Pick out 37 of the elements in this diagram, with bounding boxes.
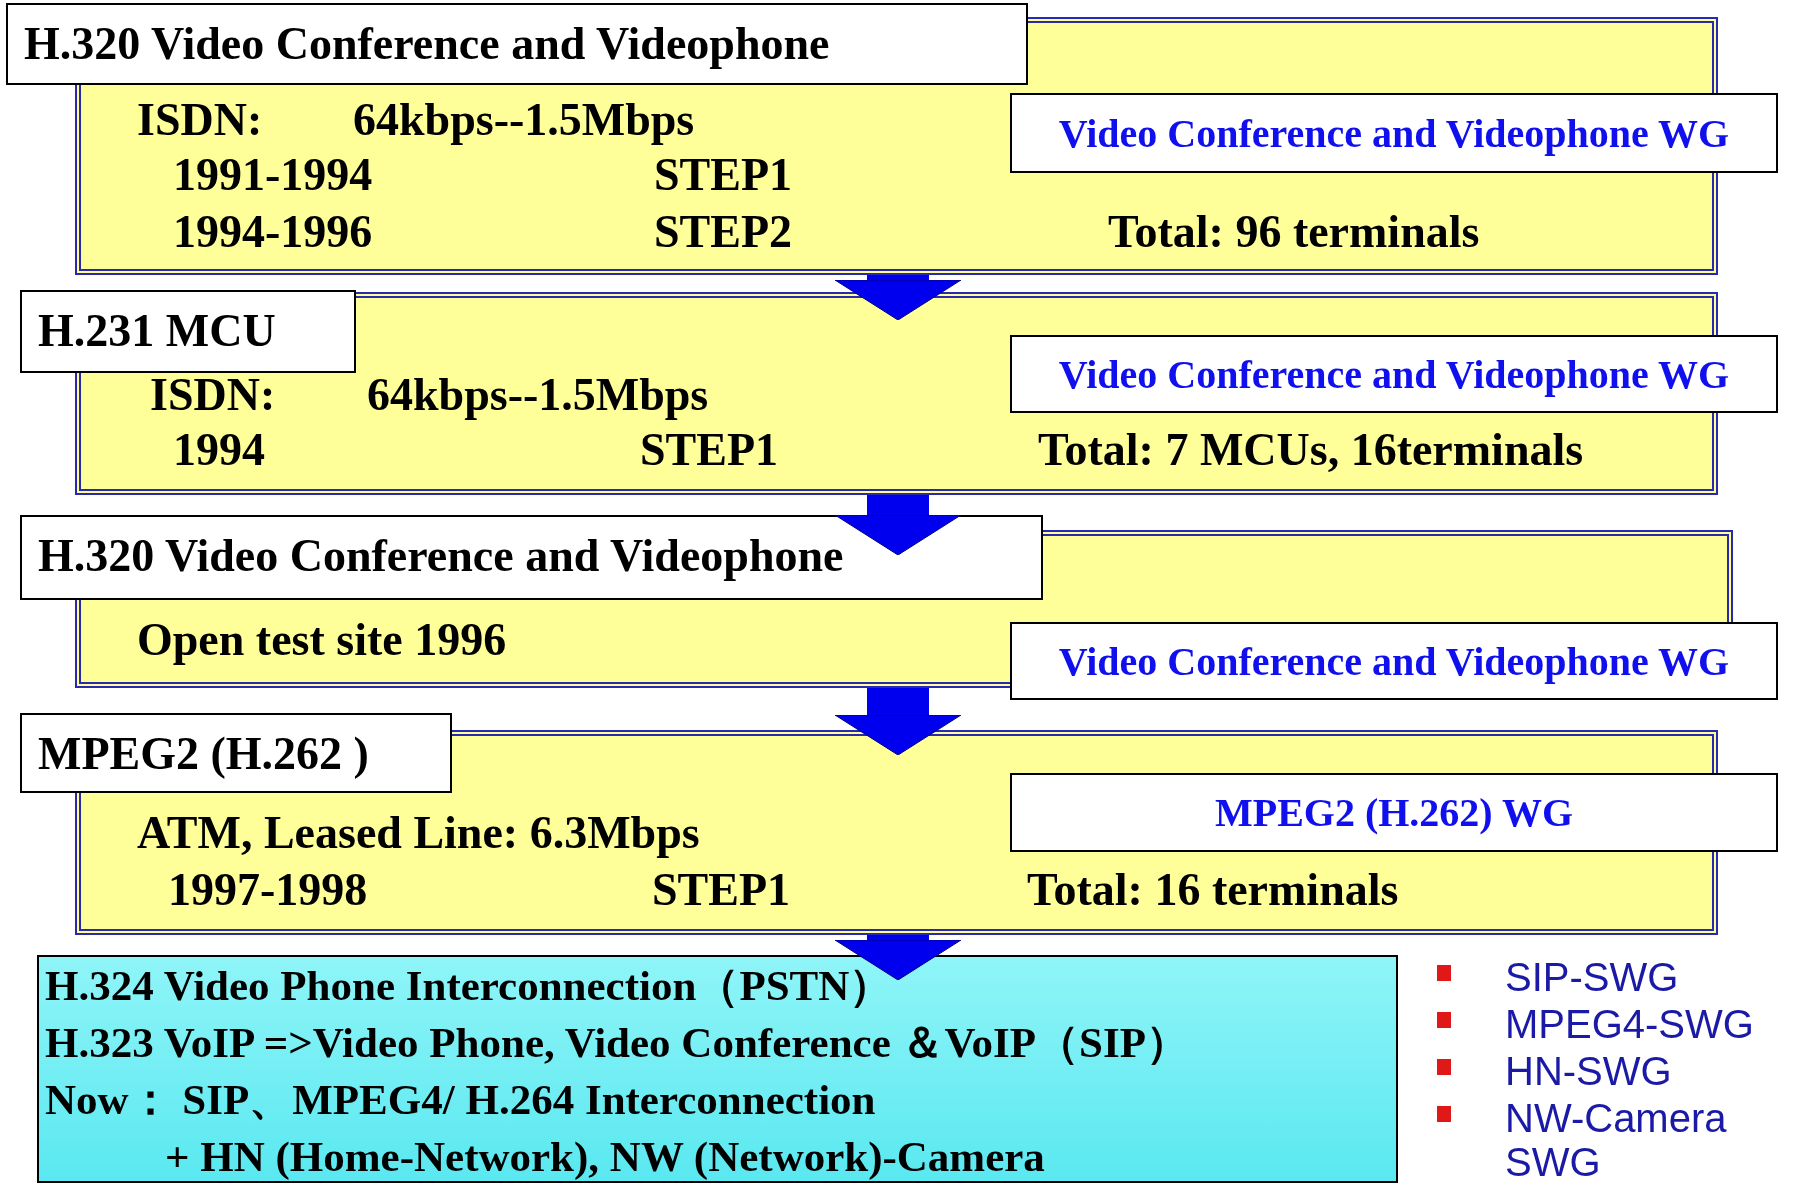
year-range: 1994-1996 <box>173 207 373 258</box>
bitrate-range: 64kbps--1.5Mbps <box>353 95 695 146</box>
total-count: Total: 16 terminals <box>1027 865 1399 916</box>
list-item: SIP-SWG <box>1505 955 1680 999</box>
standard-line: Now： SIP、MPEG4/ H.264 Interconnection <box>45 1076 876 1124</box>
standard-line: H.324 Video Phone Interconnection（PSTN） <box>45 962 893 1010</box>
network-spec: ISDN: <box>137 95 263 146</box>
working-group-box: Video Conference and Videophone WG <box>1010 622 1778 700</box>
block-arrow <box>834 275 962 321</box>
test-site-note: Open test site 1996 <box>137 615 507 666</box>
standard-line: H.323 VoIP =>Video Phone, Video Conference ＆VoIP（SIP） <box>45 1019 1189 1067</box>
working-group-box: MPEG2 (H.262) WG <box>1010 773 1778 852</box>
title-tab: H.231 MCU <box>20 290 356 373</box>
info-panel <box>37 955 1398 1183</box>
title-tab: H.320 Video Conference and Videophone <box>20 515 1043 600</box>
standard-line: + HN (Home-Network), NW (Network)-Camera <box>165 1133 1045 1181</box>
working-group-box: Video Conference and Videophone WG <box>1010 335 1778 413</box>
list-item: HN-SWG <box>1505 1049 1673 1093</box>
step-label: STEP1 <box>652 865 791 916</box>
year-range: 1997-1998 <box>168 865 368 916</box>
total-count: Total: 96 terminals <box>1108 207 1480 258</box>
list-item: NW-Camera SWG <box>1505 1096 1728 1183</box>
working-group-box: Video Conference and Videophone WG <box>1010 93 1778 173</box>
title-tab: MPEG2 (H.262 ) <box>20 713 452 793</box>
list-item: MPEG4-SWG <box>1505 1002 1755 1046</box>
block-arrow <box>834 935 962 981</box>
step-label: STEP1 <box>640 425 779 476</box>
network-spec: ATM, Leased Line: 6.3Mbps <box>137 808 700 859</box>
year: 1994 <box>173 425 265 476</box>
year-range: 1991-1994 <box>173 150 373 201</box>
total-count: Total: 7 MCUs, 16terminals <box>1038 425 1584 476</box>
bitrate-range: 64kbps--1.5Mbps <box>367 370 709 421</box>
network-spec: ISDN: <box>150 370 276 421</box>
title-tab: H.320 Video Conference and Videophone <box>6 3 1028 85</box>
block-arrow <box>834 688 962 756</box>
step-label: STEP2 <box>654 207 793 258</box>
step-label: STEP1 <box>654 150 793 201</box>
